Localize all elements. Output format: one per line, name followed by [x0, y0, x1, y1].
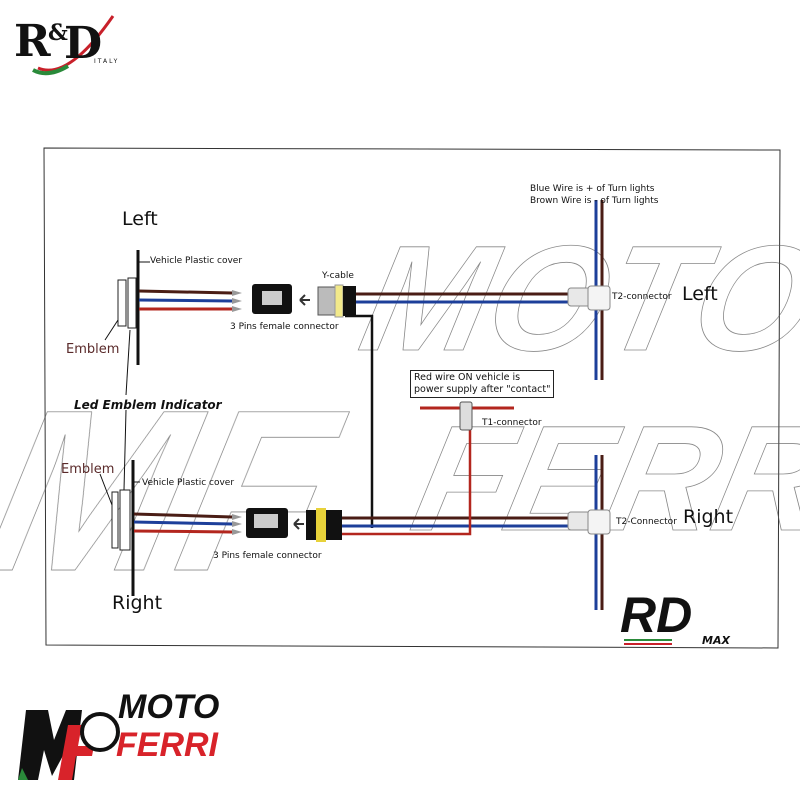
rd-italy-subtitle: ITALY — [94, 58, 120, 65]
left-blue-wire — [138, 298, 233, 303]
svg-text:D: D — [64, 18, 102, 69]
rd-italy-logo-graphic: R & D — [14, 15, 115, 76]
power-note-box: Red wire ON vehicle is power supply afte… — [410, 370, 555, 398]
moto-label: MOTO — [118, 688, 220, 726]
power-note-line2: power supply after "contact" — [414, 384, 551, 395]
turn-lights-note-line2: Brown Wire is - of Turn lights — [530, 196, 659, 206]
rd-mark: R — [14, 16, 51, 67]
t1-connector-label: T1-connector — [482, 418, 542, 428]
t1-connector — [459, 401, 473, 431]
t2-right-label: T2-Connector — [616, 517, 677, 527]
right-ycable-plug — [306, 510, 318, 540]
svg-text:&: & — [48, 20, 68, 46]
rd-max-logo: RD MAX — [612, 587, 752, 650]
moto-ferri-logo-graphic — [18, 710, 120, 780]
black-link-wire — [345, 314, 374, 528]
t2-left-label: T2-connector — [612, 292, 672, 302]
t2-right-side-label: Right — [683, 506, 734, 528]
left-arrow-icon — [299, 294, 310, 306]
svg-text:RD: RD — [620, 588, 692, 643]
ferri-label: FERRI — [116, 726, 218, 764]
left-emblem-plate — [127, 277, 137, 329]
right-blue-wire — [133, 520, 233, 526]
left-brown-wire — [138, 289, 233, 295]
right-pins — [232, 514, 242, 535]
watermark: MOTO FERRI MF — [0, 215, 800, 620]
left-emblem — [117, 279, 127, 327]
right-brown-wire — [133, 512, 233, 519]
right-emblem — [111, 491, 119, 549]
left-title: Left — [122, 208, 158, 230]
right-emblem-label: Emblem — [61, 462, 115, 477]
right-emblem-plate — [119, 489, 131, 551]
left-ycable-plug — [317, 286, 337, 316]
rd-max-subtitle: MAX — [702, 634, 730, 647]
right-connector-label: 3 Pins female connector — [213, 551, 322, 561]
moto-ferri-logo: MOTO FERRI — [8, 680, 219, 790]
right-red-wire — [133, 529, 233, 534]
right-arrow-icon — [293, 518, 304, 530]
left-connector-label: 3 Pins female connector — [230, 322, 339, 332]
turn-lights-note-line1: Blue Wire is + of Turn lights — [530, 184, 655, 194]
t2-left-side-label: Left — [682, 283, 718, 305]
power-note-line1: Red wire ON vehicle is — [414, 372, 521, 383]
left-emblem-label: Emblem — [66, 342, 120, 357]
ycable-label: Y-cable — [322, 271, 354, 281]
svg-text:MF: MF — [0, 362, 361, 619]
rd-max-logo-graphic: RD — [620, 587, 692, 645]
left-pins — [232, 290, 242, 312]
right-trunk-red — [342, 420, 472, 536]
right-cover-label: Vehicle Plastic cover — [142, 478, 235, 488]
left-cover-label: Vehicle Plastic cover — [150, 256, 243, 266]
diagram-frame — [43, 147, 781, 649]
right-title: Right — [112, 592, 163, 614]
rd-italy-logo: R & D ITALY — [8, 6, 128, 76]
led-emblem-indicator-label: Led Emblem Indicator — [74, 398, 222, 412]
